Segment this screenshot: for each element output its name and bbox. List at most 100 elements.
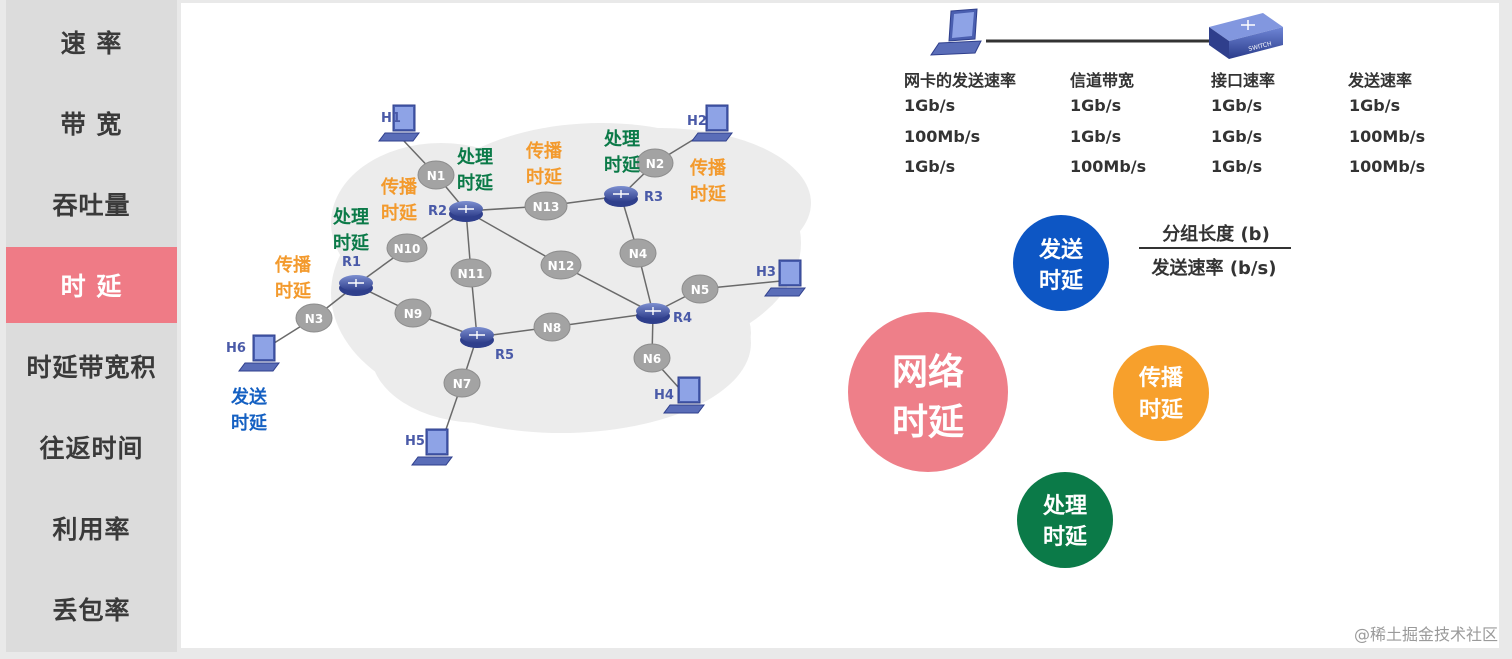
network-node-n6: N6 [633, 343, 671, 373]
host-label-h6: H6 [226, 341, 246, 356]
network-node-n12: N12 [540, 250, 582, 280]
table-cell: 1Gb/s [904, 96, 955, 115]
svg-text:N10: N10 [394, 242, 421, 256]
host-labels: H1 H2 H3 H4 H5 H6 [226, 111, 776, 449]
annotation-propagation-label: 时延 [275, 281, 312, 302]
network-node-n2: N2 [636, 148, 674, 178]
host-label-h1: H1 [381, 111, 401, 126]
network-node-n11: N11 [450, 258, 492, 288]
laptop-icon [764, 259, 806, 297]
router-labels: R1 R2 R3 R4 R5 [342, 190, 692, 363]
annotation-propagation-label: 传播 [274, 254, 312, 276]
annotation-propagation-label: 传播 [380, 176, 418, 198]
host-label-h3: H3 [756, 265, 776, 280]
svg-text:N1: N1 [427, 169, 445, 183]
circle-transmission-delay: 发送 时延 [1013, 215, 1109, 311]
host-label-h4: H4 [654, 388, 674, 403]
annotation-processing-label: 时延 [457, 173, 494, 194]
laptop-icon [411, 428, 453, 466]
router-r3 [604, 186, 638, 207]
table-cell: 1Gb/s [1070, 96, 1121, 115]
table-cell: 1Gb/s [1211, 96, 1262, 115]
network-node-n8: N8 [533, 312, 571, 342]
svg-text:N2: N2 [646, 157, 664, 171]
svg-text:N7: N7 [453, 377, 471, 391]
hosts [238, 104, 806, 466]
laptop-icon [378, 104, 420, 142]
formula-numerator: 分组长度 (b) [1162, 223, 1270, 245]
router-label-r2: R2 [428, 204, 447, 219]
circle-propagation-delay: 传播 时延 [1113, 345, 1209, 441]
network-node-n13: N13 [524, 191, 568, 221]
slide-drawing: N1 N2 N3 N4 N5 N6 [226, 8, 1425, 568]
sidebar-item-delay-bandwidth-product[interactable]: 时延带宽积 [26, 353, 157, 382]
table-cell: 1Gb/s [1070, 127, 1121, 146]
formula-denominator: 发送速率 (b/s) [1151, 257, 1277, 279]
router-r1 [339, 275, 373, 296]
svg-text:处理: 处理 [1042, 493, 1087, 519]
svg-text:传播: 传播 [1138, 366, 1184, 391]
laptop-icon [930, 8, 982, 56]
svg-text:N4: N4 [629, 247, 647, 261]
table-cell: 1Gb/s [1211, 157, 1262, 176]
svg-text:发送: 发送 [1038, 237, 1083, 263]
svg-text:时延: 时延 [1039, 269, 1084, 294]
annotation-propagation-label: 时延 [526, 167, 563, 188]
svg-text:N11: N11 [458, 267, 485, 281]
sidebar-item-packet-loss[interactable]: 丢包率 [52, 596, 131, 625]
transmission-formula: 分组长度 (b) 发送速率 (b/s) [1139, 223, 1291, 279]
annotation-processing-label: 处理 [603, 128, 640, 150]
table-header: 网卡的发送速率 [904, 71, 1016, 90]
network-node-n10: N10 [386, 233, 428, 263]
switch-icon: SWITCH [1209, 13, 1283, 59]
annotation-transmission-label: 时延 [231, 413, 268, 434]
table-header: 接口速率 [1211, 71, 1275, 90]
annotation-processing-label: 处理 [332, 206, 369, 228]
rate-table: 网卡的发送速率 信道带宽 接口速率 发送速率 1Gb/s 1Gb/s 1Gb/s… [904, 71, 1425, 176]
sidebar-item-bandwidth[interactable]: 带 宽 [60, 110, 123, 139]
laptop-icon [238, 334, 280, 372]
svg-text:N5: N5 [691, 283, 709, 297]
router-r5 [460, 327, 494, 348]
table-header: 发送速率 [1347, 71, 1412, 90]
router-label-r1: R1 [342, 255, 361, 270]
top-right-topology: SWITCH [930, 8, 1283, 59]
svg-text:时延: 时延 [892, 402, 964, 443]
router-label-r3: R3 [644, 190, 663, 205]
svg-text:N12: N12 [548, 259, 575, 273]
annotation-propagation-label: 传播 [689, 157, 727, 179]
table-cell: 1Gb/s [1349, 96, 1400, 115]
host-label-h2: H2 [687, 114, 707, 129]
network-node-n1: N1 [417, 160, 455, 190]
svg-text:N6: N6 [643, 352, 661, 366]
network-node-n4: N4 [619, 238, 657, 268]
table-cell: 100Mb/s [904, 127, 980, 146]
sidebar-nav: 速 率 带 宽 吞吐量 时 延 时延带宽积 往返时间 利用率 丢包率 [6, 0, 177, 652]
sidebar-item-round-trip-time[interactable]: 往返时间 [39, 434, 144, 463]
router-r4 [636, 303, 670, 324]
svg-text:N8: N8 [543, 321, 561, 335]
sidebar-item-delay[interactable]: 时 延 [6, 247, 177, 323]
svg-text:时延: 时延 [1139, 398, 1184, 423]
svg-text:时延: 时延 [1043, 525, 1088, 550]
host-label-h5: H5 [405, 434, 425, 449]
circle-processing-delay: 处理 时延 [1017, 472, 1113, 568]
network-node-n3: N3 [295, 303, 333, 333]
laptop-icon [663, 376, 705, 414]
watermark: @稀土掘金技术社区 [1353, 625, 1498, 644]
svg-text:N9: N9 [404, 307, 422, 321]
sidebar-item-rate[interactable]: 速 率 [60, 29, 123, 58]
annotation-propagation-label: 时延 [381, 203, 418, 224]
router-label-r4: R4 [673, 311, 692, 326]
network-node-n9: N9 [394, 298, 432, 328]
router-label-r5: R5 [495, 348, 514, 363]
annotation-propagation-label: 时延 [690, 184, 727, 205]
svg-text:N13: N13 [533, 200, 560, 214]
laptop-icon [691, 104, 733, 142]
annotation-processing-label: 时延 [333, 233, 370, 254]
annotation-processing-label: 处理 [456, 146, 493, 168]
annotation-processing-label: 时延 [604, 155, 641, 176]
sidebar-item-utilization[interactable]: 利用率 [52, 515, 131, 544]
table-cell: 100Mb/s [1070, 157, 1146, 176]
sidebar-item-throughput[interactable]: 吞吐量 [52, 191, 131, 220]
